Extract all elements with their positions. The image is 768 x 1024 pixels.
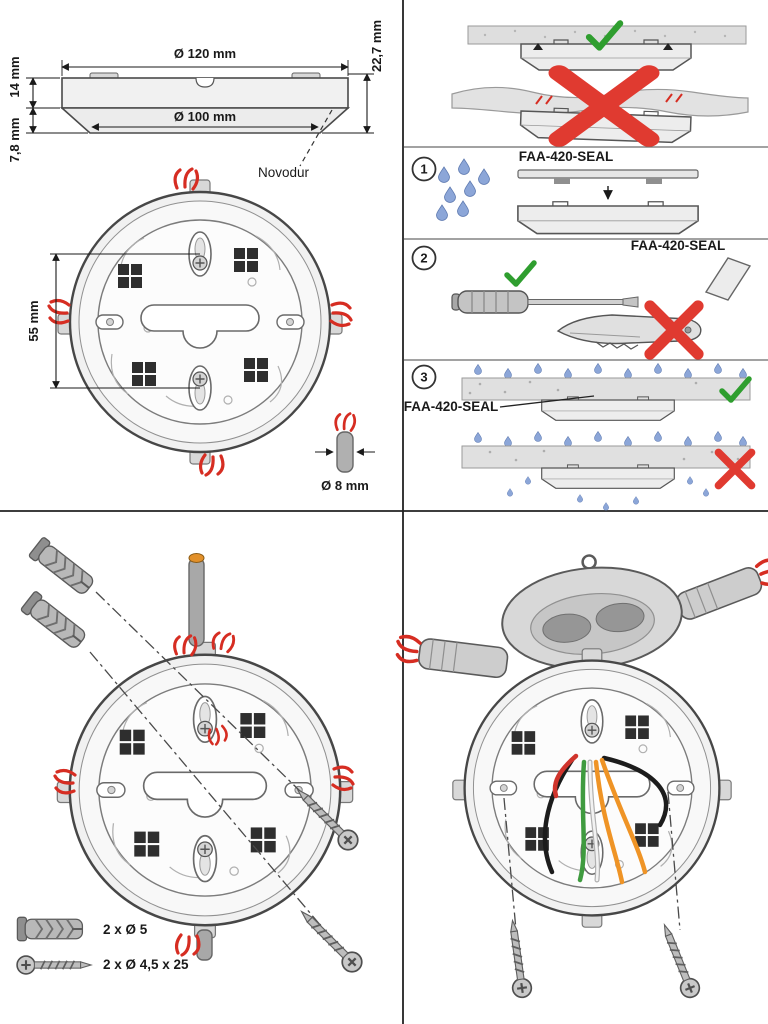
step-number-badge [411, 245, 437, 271]
mounting-hardware-panel: 2 x Ø 5 2 x Ø 4,5 x 25 [16, 535, 367, 977]
dim-cable-diameter-label: Ø 8 mm [321, 478, 369, 493]
dim-total-height-label: 22,7 mm [369, 20, 384, 72]
wall-plug-icon [16, 916, 84, 942]
detector-base-side-icon [517, 200, 699, 235]
dimension-drawings-panel: Ø 120 mm 14 mm 7,8 mm 22,7 mm Ø 100 mm [7, 20, 384, 493]
wire-white [588, 760, 599, 882]
ceiling-surface [461, 377, 751, 401]
seal-product-label: FAA-420-SEAL [519, 149, 614, 164]
dim-rim-height: 14 mm [7, 56, 60, 109]
material-label: Novodur [258, 165, 310, 180]
step-2: 2 FAA-420-SEAL [411, 238, 752, 354]
cable-icon [196, 929, 213, 961]
detector-base-top-view [47, 167, 353, 477]
wire-orange [599, 757, 648, 875]
mounting-cable [188, 553, 213, 961]
screw-icon [16, 955, 93, 975]
alignment-axes [89, 591, 349, 959]
step-number-badge [411, 156, 437, 182]
red-seal-clip-icon [198, 453, 225, 477]
conduit-left [393, 633, 509, 679]
wiring-panel [393, 554, 768, 1002]
cable-diameter-detail: Ø 8 mm [315, 412, 375, 493]
conduit-right [676, 555, 768, 620]
step-number: 1 [420, 162, 427, 177]
screw-spec-label: 2 x Ø 4,5 x 25 [103, 957, 189, 972]
screw-icon [654, 920, 704, 1002]
red-seal-clip-icon [334, 412, 357, 432]
red-seal-clip-icon [173, 167, 200, 191]
dim-total-height: 22,7 mm [322, 20, 384, 134]
detector-base-side-view [59, 72, 351, 134]
dim-outer-diameter-label: Ø 120 mm [174, 46, 236, 61]
detector-base-top-view [56, 641, 354, 939]
step-number: 3 [420, 370, 427, 385]
seal-nub [554, 178, 570, 184]
dim-skirt-height: 7,8 mm [7, 107, 88, 163]
screw-icon [502, 918, 534, 1000]
dim-skirt-height-label: 7,8 mm [7, 118, 22, 163]
alignment-axes [503, 791, 681, 931]
cable-icon [336, 431, 354, 473]
dim-outer-diameter: Ø 120 mm [61, 46, 349, 76]
wire-red [552, 753, 579, 799]
sealed-mounting-correct: FAA-420-SEAL [404, 363, 751, 421]
ceiling-surface [461, 445, 751, 469]
water-drops [436, 158, 490, 221]
dim-hole-spacing: 55 mm [26, 253, 200, 389]
detector-base-side-icon [541, 464, 675, 489]
wire-green [577, 759, 587, 883]
dim-inner-diameter: Ø 100 mm [91, 109, 319, 131]
seal-leader-line [499, 395, 595, 408]
step-number-badge [411, 364, 437, 390]
unsealed-mounting-incorrect [461, 431, 752, 511]
dim-hole-spacing-label: 55 mm [26, 300, 41, 341]
seal-gasket [517, 169, 699, 179]
mounting-surface-correct [467, 23, 747, 71]
red-seal-clip-icon [393, 633, 423, 665]
screwdriver-icon [451, 290, 639, 314]
water-drops [474, 431, 747, 447]
step-3: 3 FAA-420-SEAL [404, 363, 752, 511]
seal-nub [646, 178, 662, 184]
wall-plug-icon [27, 535, 98, 599]
seal-bracket [704, 257, 752, 301]
dim-inner-diameter-label: Ø 100 mm [174, 109, 236, 124]
dim-rim-height-label: 14 mm [7, 56, 22, 97]
cable-icon [188, 557, 205, 647]
step-1: 1 FAA-420-SEAL [411, 149, 699, 235]
screw-icon [293, 903, 367, 977]
hardware-legend: 2 x Ø 5 2 x Ø 4,5 x 25 [16, 916, 189, 975]
step-number: 2 [420, 251, 427, 266]
seal-product-label: FAA-420-SEAL [404, 399, 499, 414]
water-drops [474, 363, 747, 379]
wires [542, 753, 669, 885]
wire-orange [593, 759, 625, 885]
wall-plug-icon [19, 589, 90, 653]
wire-black [542, 757, 575, 875]
seal-installation-steps-panel: 1 FAA-420-SEAL 2 FAA-420-SEAL [404, 23, 752, 511]
check-icon [507, 263, 534, 284]
junction-box [393, 554, 768, 679]
mounting-surface-incorrect [451, 73, 749, 143]
wire-black [601, 755, 669, 828]
plug-spec-label: 2 x Ø 5 [103, 922, 148, 937]
material-callout: Novodur [258, 109, 333, 180]
seal-product-label: FAA-420-SEAL [631, 238, 726, 253]
